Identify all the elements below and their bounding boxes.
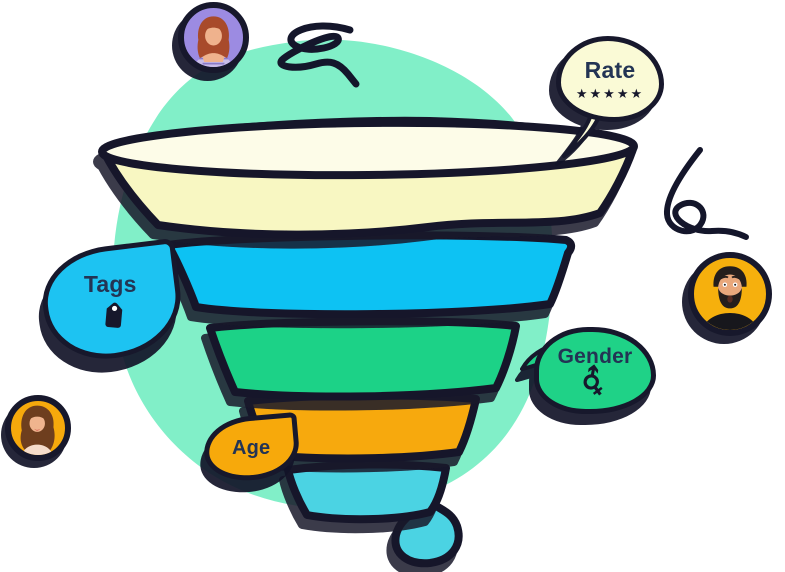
tag-icon [105, 302, 123, 328]
callout-tags-label: Tags [83, 270, 137, 297]
avatar-woman-left-portrait [20, 405, 55, 455]
callout-age-shape: Age [201, 411, 302, 485]
squiggle-top-doodle [277, 22, 360, 88]
callout-age-label: Age [232, 437, 271, 460]
callout-rate: Rate ★★★★★ [556, 36, 664, 158]
callout-gender-shape: Gender ⚥ [534, 327, 656, 414]
avatar-man-right [688, 252, 772, 336]
callout-age: Age [201, 411, 302, 485]
callout-rate-tail [562, 108, 602, 158]
avatar-woman-top [178, 2, 249, 73]
callout-gender-label: Gender [557, 344, 633, 368]
callout-tags: Tags [36, 238, 188, 366]
funnel-stage-2 [164, 231, 576, 319]
rating-stars-icon: ★★★★★ [575, 85, 645, 101]
callout-rate-label: Rate [584, 56, 636, 83]
avatar-man-right-portrait [702, 266, 758, 330]
squiggle-right-doodle [664, 147, 749, 240]
funnel-stage-3 [206, 317, 520, 401]
funnel-stage-1-rim [98, 118, 638, 180]
avatar-woman-left [5, 395, 71, 461]
callout-rate-shape: Rate ★★★★★ [556, 36, 664, 122]
callout-tags-shape: Tags [36, 238, 188, 366]
avatar-woman-top-portrait [194, 16, 233, 67]
gender-icon: ⚥ [576, 363, 614, 402]
callout-gender: Gender ⚥ [520, 327, 656, 414]
funnel-stage-5 [284, 460, 450, 524]
